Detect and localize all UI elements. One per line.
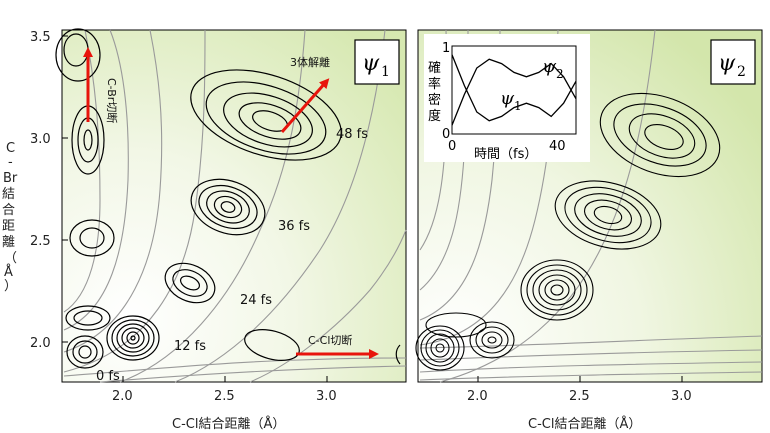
ylabel-char: Å	[4, 264, 13, 280]
wavepacket-12fs	[106, 315, 160, 361]
annotation-ccl-break: C-Cl切断	[308, 333, 352, 347]
inset-lines	[451, 54, 577, 126]
inset-ylabel-char: 確	[428, 60, 441, 76]
annotation-3body: 3体解離	[290, 55, 330, 69]
inset-series-line-2	[451, 58, 577, 126]
inset-xtick-40: 40	[549, 139, 566, 154]
ylabel-char: 離	[2, 235, 15, 250]
time-label-36fs: 36 fs	[278, 219, 310, 234]
inset-frame	[451, 45, 577, 135]
panel1-yaxis	[62, 35, 68, 343]
panel2-wp-top	[599, 92, 721, 178]
ylabel-char: 結	[2, 187, 15, 202]
inset-ytick-1: 1	[442, 41, 450, 56]
inset-psi2-label: ψ	[542, 56, 557, 77]
wavepacket-48fs	[190, 69, 342, 161]
inset-xtick-0: 0	[448, 139, 456, 154]
panel1-ylabel: C - Br 結 合 距 離 （ Å ）	[2, 141, 18, 294]
ylabel-char: ）	[4, 279, 17, 294]
panel2-label-box: ψ 2	[710, 39, 756, 85]
wavepacket-36fs	[190, 178, 266, 236]
ylabel-char: -	[8, 155, 13, 170]
panel-psi1: C-Br切断 3体解離 C-Cl切断 0 fs 12 fs 24 fs 36 f…	[2, 28, 407, 432]
panel2-xlabel: C-Cl結合距離（Å）	[528, 416, 641, 432]
panel1-xaxis	[122, 376, 328, 382]
ytick-3-0: 3.0	[30, 132, 51, 147]
panel2-wavepackets	[415, 92, 721, 371]
panel-psi2: ψ 2 確 率 密 度 1 0 0 40 時間（fs） ψ 2 ψ 1	[415, 29, 763, 432]
panel2-wp-mid	[520, 259, 594, 321]
panel2-psi-symbol: ψ	[718, 51, 736, 76]
p1-xtick-3-0: 3.0	[316, 389, 337, 404]
ylabel-char: Br	[3, 171, 18, 186]
time-label-48fs: 48 fs	[336, 127, 368, 142]
panel2-wp-upper	[554, 180, 662, 250]
inset-ylabel-char: 密	[428, 92, 441, 108]
inset-series-line-1	[451, 54, 577, 122]
p1-xtick-2-0: 2.0	[112, 389, 133, 404]
annotation-cbr-break: C-Br切断	[105, 78, 119, 123]
ytick-2-0: 2.0	[30, 336, 51, 351]
panel2-wp-cluster-bottom	[415, 312, 515, 371]
wavepacket-24fs	[164, 262, 216, 304]
inset-ylabel-char: 度	[428, 108, 441, 124]
inset-plot: 確 率 密 度 1 0 0 40 時間（fs） ψ 2 ψ 1	[424, 34, 590, 162]
wavepacket-0fs	[65, 305, 111, 369]
inset-xlabel: 時間（fs）	[474, 147, 537, 162]
time-label-24fs: 24 fs	[240, 293, 272, 308]
p1-xtick-2-5: 2.5	[214, 389, 235, 404]
panel1-xlabel: C-Cl結合距離（Å）	[172, 416, 285, 432]
ylabel-char: C	[6, 141, 15, 156]
p2-xtick-2-5: 2.5	[569, 389, 590, 404]
ytick-2-5: 2.5	[30, 234, 51, 249]
panel2-psi-sub: 2	[737, 64, 746, 80]
arrow-3body	[280, 78, 330, 133]
panel1-psi-sub: 1	[381, 64, 390, 80]
panel2-xaxis	[477, 376, 683, 382]
panel1-wavepackets	[55, 28, 401, 369]
inset-ylabel: 確 率 密 度	[428, 60, 441, 124]
time-label-0fs: 0 fs	[96, 369, 120, 384]
panel1-label-box: ψ 1	[354, 39, 400, 85]
inset-psi1-label: ψ	[500, 88, 515, 109]
ylabel-char: 距	[2, 219, 15, 234]
ylabel-char: 合	[2, 203, 15, 218]
panel1-potential-lines	[63, 29, 407, 383]
panel1-psi-symbol: ψ	[362, 51, 380, 76]
ytick-3-5: 3.5	[30, 30, 51, 45]
p2-xtick-2-0: 2.0	[467, 389, 488, 404]
inset-psi1-sub: 1	[514, 99, 522, 113]
wavepacket-ccl-lobe	[244, 329, 401, 365]
panel1-arrows	[83, 47, 379, 359]
time-label-12fs: 12 fs	[174, 339, 206, 354]
inset-ylabel-char: 率	[428, 76, 441, 92]
inset-ytick-0: 0	[442, 127, 450, 142]
inset-psi2-sub: 2	[556, 67, 564, 81]
ylabel-char: （	[4, 251, 17, 266]
wavepacket-cbr-lobes	[55, 28, 115, 257]
p2-xtick-3-0: 3.0	[671, 389, 692, 404]
